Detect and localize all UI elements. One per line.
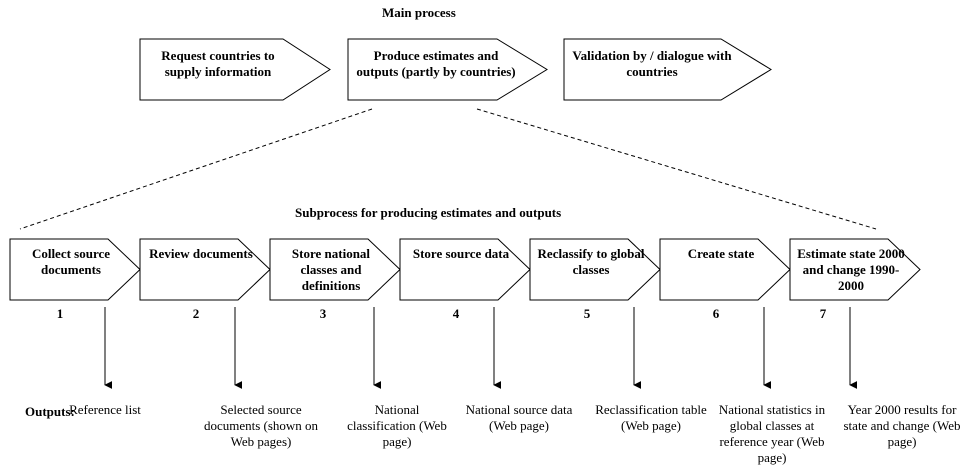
sub-step-2-label: Review documents [149,246,253,261]
sub-step-5-label: Reclassify to global classes [537,246,645,277]
sub-step-1-output: Reference list [69,402,141,417]
main-step-1-label: Request countries to supply information [161,48,275,79]
sub-step-4-label: Store source data [412,246,510,261]
sub-step-3-output: National classification (Web page) [347,402,447,449]
sub-step-1-label: Collect source documents [31,246,111,277]
sub-step-7-label: Estimate state 2000 and change 1990-2000 [797,246,905,293]
sub-step-2-shape [139,238,271,301]
sub-step-3-label: Store national classes and definitions [291,246,371,293]
sub-step-7-number: 7 [819,306,827,321]
sub-step-4-number: 4 [452,306,460,321]
sub-step-6-shape [659,238,791,301]
main-process-title: Main process [382,5,456,20]
sub-step-5-shape [529,238,661,301]
sub-step-7-output: Year 2000 results for state and change (… [843,402,961,449]
main-step-2-label: Produce estimates and outputs (partly by… [356,48,516,79]
sub-step-5-number: 5 [583,306,591,321]
sub-step-2-number: 2 [192,306,200,321]
sub-step-6-number: 6 [712,306,720,321]
subprocess-title: Subprocess for producing estimates and o… [295,205,562,220]
outputs-label: Outputs: [25,404,75,419]
sub-step-4-shape [399,238,531,301]
main-step-3-shape [563,38,772,101]
sub-step-6-label: Create state [687,246,755,261]
main-step-2-shape [347,38,548,101]
sub-step-1-number: 1 [56,306,64,321]
sub-step-4-output: National source data (Web page) [465,402,573,433]
sub-step-5-output: Reclassification table (Web page) [595,402,707,433]
main-step-3-label: Validation by / dialogue with countries [572,48,732,79]
main-step-1-shape [139,38,331,101]
sub-step-7-shape [789,238,921,301]
sub-step-2-output: Selected source documents (shown on Web … [203,402,319,449]
sub-step-3-number: 3 [319,306,327,321]
sub-step-3-shape [269,238,401,301]
sub-step-1-shape [9,238,141,301]
zoom-line-left [19,108,373,230]
sub-step-6-output: National statistics in global classes at… [718,402,826,465]
